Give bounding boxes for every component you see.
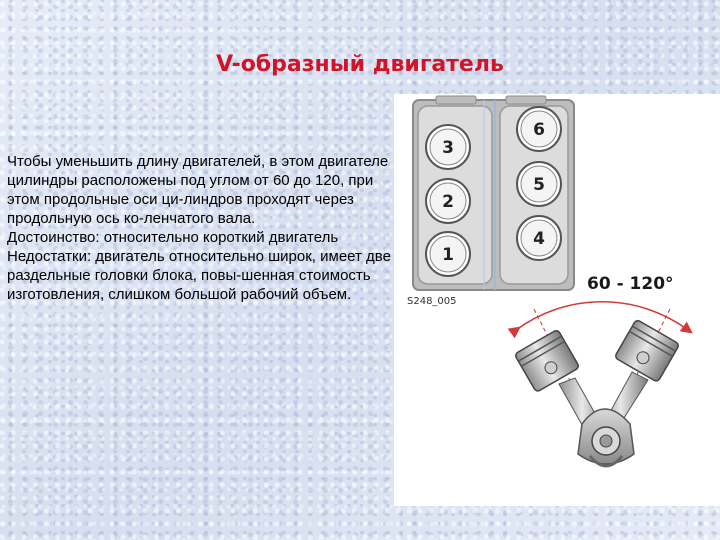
svg-text:5: 5 (533, 175, 545, 195)
figure-code-label: S248_005 (407, 296, 457, 307)
svg-text:3: 3 (442, 138, 454, 158)
cylinder-right-4: 4 (516, 215, 562, 261)
cylinder-left-2: 2 (425, 178, 471, 224)
slide-title: V-образный двигатель (216, 52, 504, 77)
angle-arc (507, 301, 693, 445)
cylinder-left-3: 3 (425, 124, 471, 170)
svg-text:1: 1 (442, 245, 454, 265)
paragraph-disadvantages: Недостатки: двигатель относительно широк… (7, 248, 391, 303)
svg-text:2: 2 (442, 192, 454, 212)
paragraph-advantage: Достоинство: относительно короткий двига… (7, 229, 339, 246)
cylinder-right-5: 5 (516, 161, 562, 207)
angle-label: 60 - 120° (587, 274, 674, 294)
engine-figure: 3 2 1 6 5 4 (394, 94, 720, 506)
paragraph-description: Чтобы уменьшить длину двигателей, в этом… (7, 153, 389, 227)
body-text: Чтобы уменьшить длину двигателей, в этом… (7, 152, 392, 304)
svg-text:4: 4 (533, 229, 545, 249)
cylinder-right-6: 6 (516, 106, 562, 152)
piston-crank-assembly (515, 319, 679, 468)
cylinder-left-1: 1 (425, 231, 471, 277)
svg-text:6: 6 (533, 120, 545, 140)
engine-illustration: 3 2 1 6 5 4 (412, 95, 693, 468)
